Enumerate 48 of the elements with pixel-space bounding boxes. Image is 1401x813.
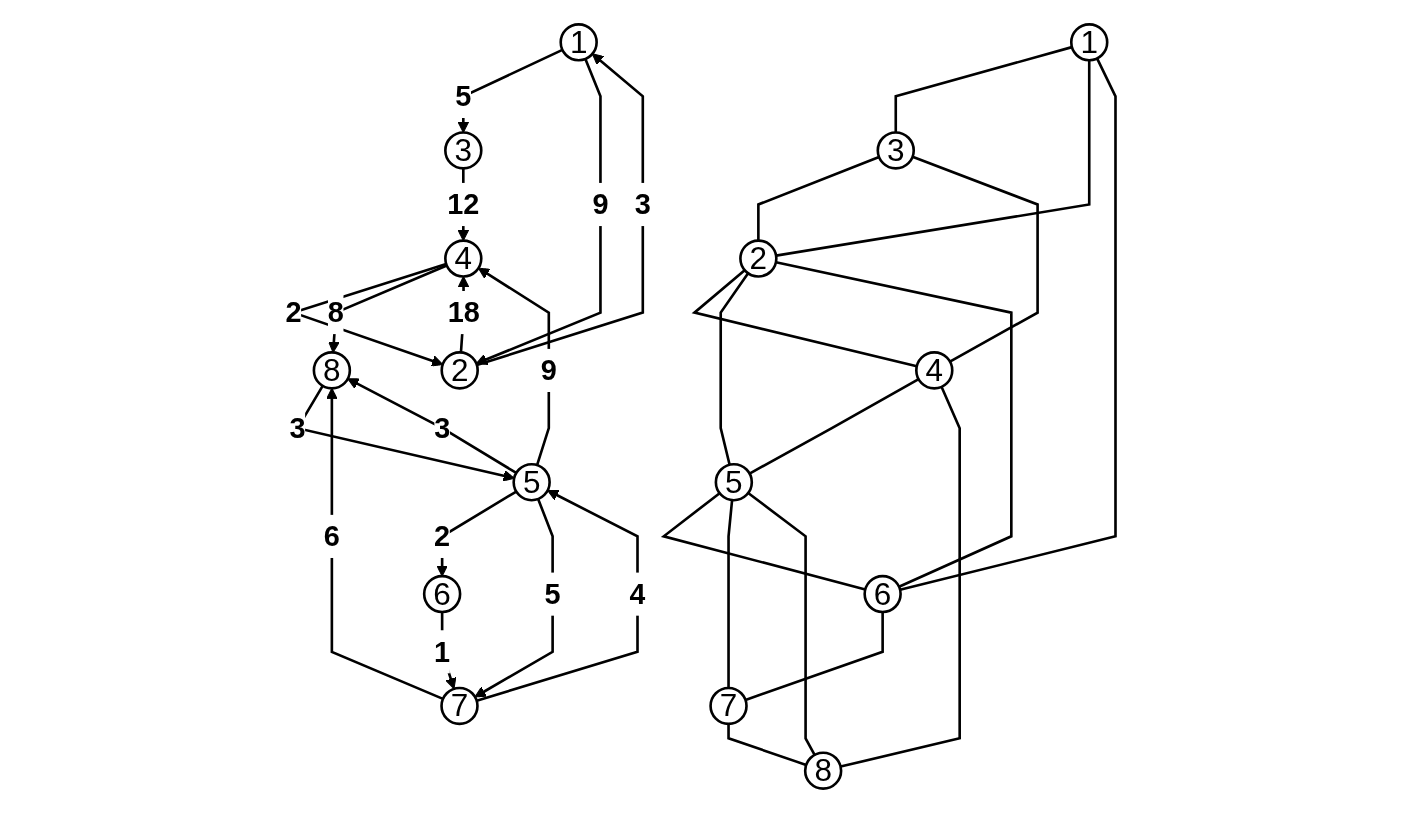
- edge-label: 9: [592, 188, 609, 221]
- connector: [894, 45, 1073, 133]
- arrow: [476, 53, 645, 367]
- node-circle: 4: [915, 351, 954, 390]
- edge-label: 6: [323, 519, 340, 553]
- node-circle: 2: [440, 351, 479, 390]
- arrow: [475, 58, 602, 365]
- edge-label: 5: [544, 577, 561, 611]
- edge-label: 5: [455, 79, 472, 113]
- arrow: [347, 378, 517, 475]
- connector: [660, 492, 866, 591]
- connector: [727, 500, 734, 688]
- node-circle: 3: [876, 131, 916, 170]
- node-circle: 7: [440, 686, 479, 726]
- edge-label: 18: [447, 296, 480, 330]
- node-circle: 1: [559, 23, 598, 62]
- edge-label: 4: [629, 577, 646, 611]
- node-circle: 5: [512, 462, 551, 502]
- connector: [747, 492, 816, 756]
- connector: [840, 386, 961, 768]
- node-circle: 2: [739, 239, 778, 278]
- edge-label: 8: [327, 296, 344, 330]
- connector: [727, 723, 807, 767]
- edge-label: 12: [447, 188, 480, 221]
- node-circle: 1: [1069, 23, 1109, 62]
- node-circle: 6: [863, 574, 902, 614]
- edge-label: 3: [634, 188, 651, 221]
- edge-label: 2: [285, 296, 302, 330]
- node-circle: 6: [422, 574, 462, 614]
- node-circle: 5: [714, 462, 754, 502]
- connector: [775, 261, 1013, 588]
- node-circle: 8: [803, 751, 843, 790]
- connector: [691, 269, 918, 368]
- connector: [719, 272, 750, 466]
- node-circle: 8: [312, 351, 352, 390]
- edge-label: 2: [434, 519, 451, 553]
- node-circle: 7: [709, 686, 748, 726]
- connector: [899, 57, 1117, 591]
- connector: [748, 378, 920, 475]
- connector: [912, 155, 1039, 363]
- connector: [745, 612, 884, 702]
- edge-label: 1: [434, 635, 451, 669]
- edge-label: 9: [540, 353, 557, 387]
- node-circle: 4: [444, 239, 483, 278]
- edge-label: 3: [434, 411, 451, 445]
- connector: [757, 155, 880, 241]
- edge-label: 3: [289, 411, 306, 445]
- node-circle: 3: [444, 131, 483, 170]
